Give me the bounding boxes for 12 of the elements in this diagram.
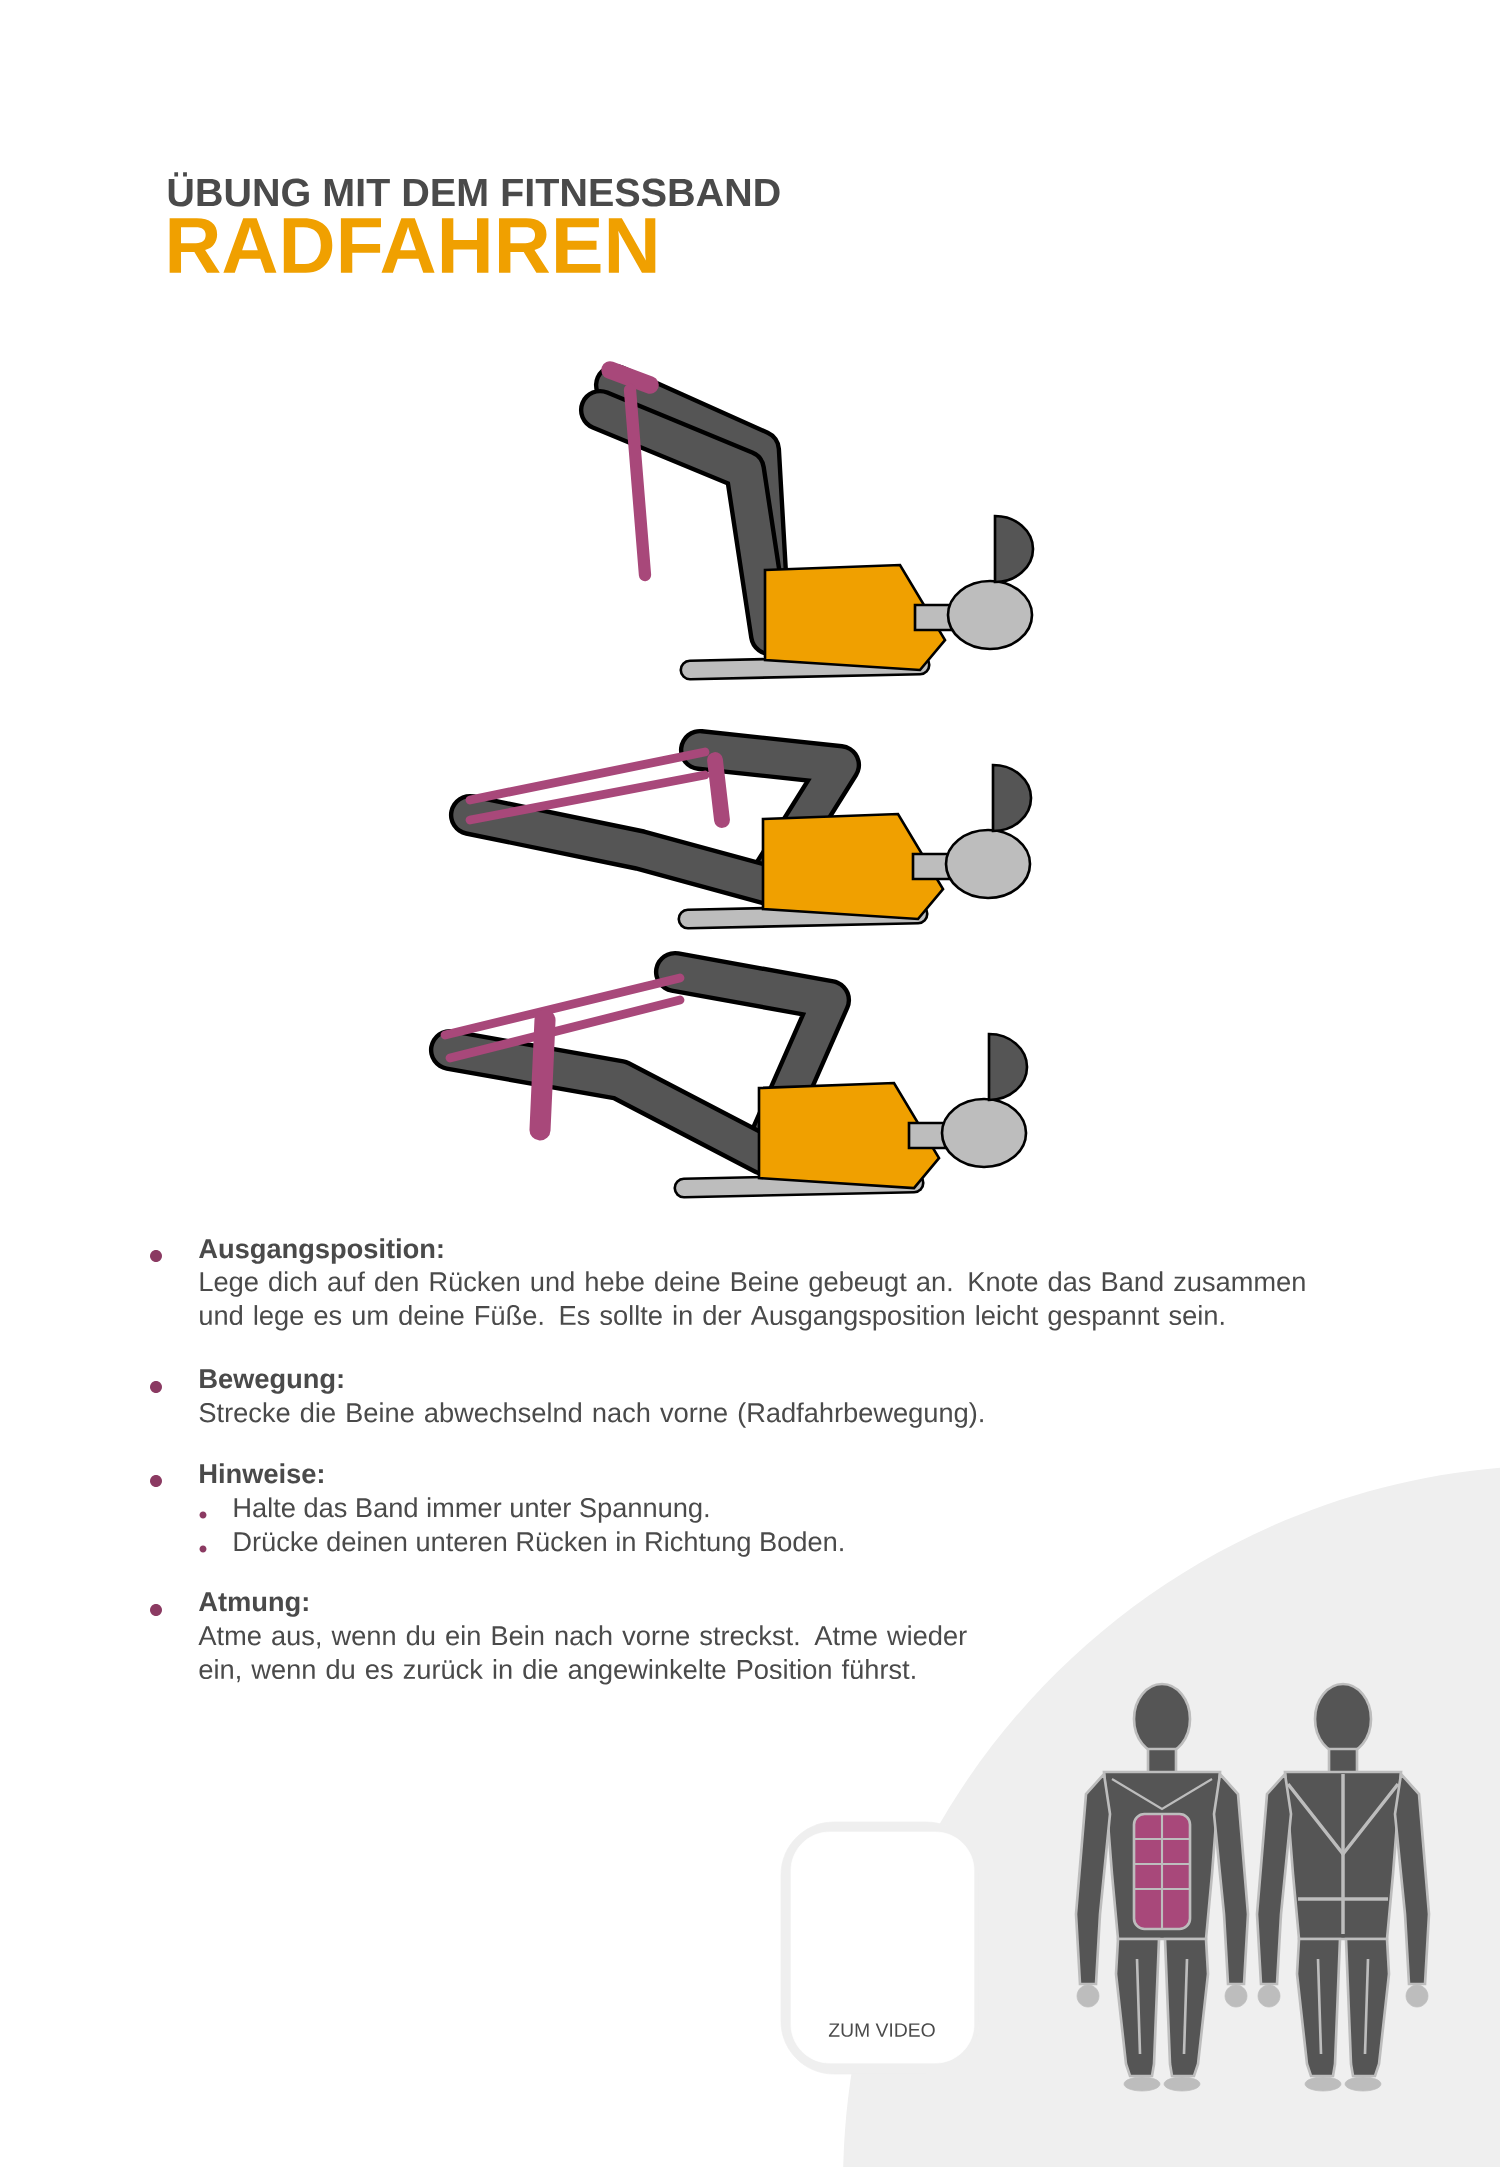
hint-text: Drücke deinen unteren Rücken in Richtung Boden.: [234, 1531, 843, 1557]
paragraph: Strecke die Beine abwechselnd nach vorne (Radfahrbewegung).: [199, 1402, 983, 1428]
hint-text: Halte das Band immer unter Spannung.: [234, 1497, 709, 1523]
video-card: ZUM VIDEO: [780, 1821, 980, 2075]
subtitle: ÜBUNG MIT DEM FITNESSBAND: [168, 172, 780, 207]
section-heading: Bewegung:: [200, 1369, 343, 1394]
paragraph: Atme aus, wenn du ein Bein nach vorne streckst. Atme wieder ein, wenn du es zurück in die angewinkelte Position führst.: [198, 1625, 967, 1685]
section-heading: Hinweise:: [200, 1463, 323, 1484]
section-heading: Ausgangsposition:: [199, 1238, 443, 1264]
paragraph: Lege dich auf den Rücken und hebe deine Beine gebeugt an. Knote das Band zusammen und lege es um deine Füße. Es sollte in der Ausgangsposition leicht gespannt sein.: [200, 1271, 1305, 1331]
title: RADFAHREN: [169, 218, 656, 273]
section-heading: Atmung:: [199, 1592, 308, 1617]
